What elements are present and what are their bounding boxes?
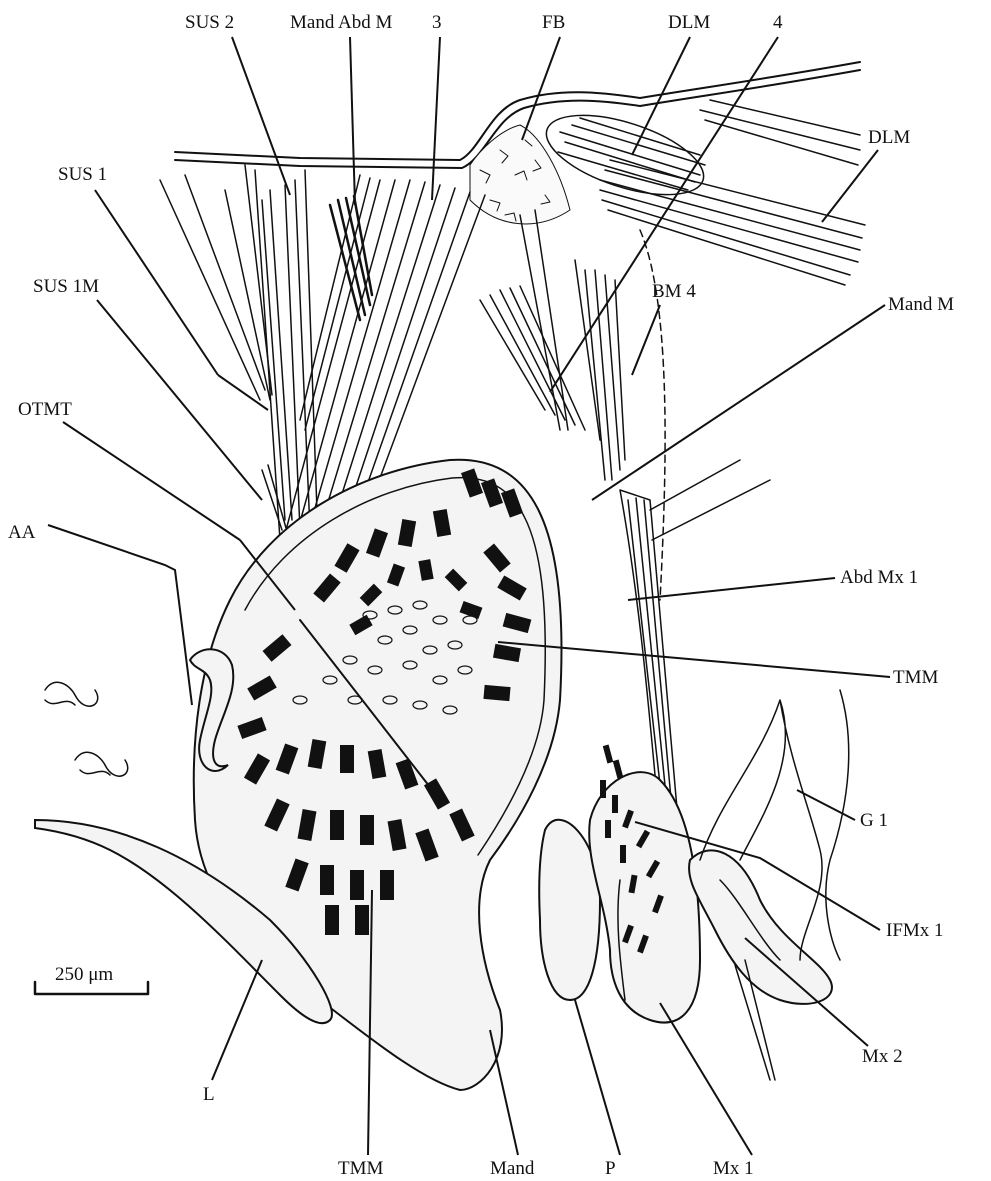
scale-bar: 250 μm (35, 964, 148, 994)
dorsal-longitudinal-muscle (537, 99, 865, 285)
label-tmm-bottom: TMM (338, 1158, 384, 1179)
suspensory-muscles (160, 165, 318, 540)
label-p: P (605, 1158, 616, 1179)
label-sus1: SUS 1 (58, 164, 107, 185)
label-fb: FB (542, 12, 565, 33)
label-sus2: SUS 2 (185, 12, 234, 33)
maxilla-1 (589, 745, 700, 1023)
label-l: L (203, 1084, 215, 1105)
label-abd-mx1: Abd Mx 1 (840, 567, 918, 588)
label-tmm-right: TMM (893, 667, 939, 688)
label-mand-abd-m: Mand Abd M (290, 12, 393, 33)
maxilla-2 (689, 850, 832, 1080)
muscle-4 (480, 210, 600, 440)
scale-bar-label: 250 μm (55, 964, 113, 985)
label-dlm-right: DLM (868, 127, 910, 148)
label-mx1: Mx 1 (713, 1158, 754, 1179)
label-mx2: Mx 2 (862, 1046, 903, 1067)
label-4: 4 (773, 12, 783, 33)
label-dlm-top: DLM (668, 12, 710, 33)
label-otmt: OTMT (18, 399, 72, 420)
label-aa: AA (8, 522, 36, 543)
label-mand: Mand (490, 1158, 535, 1179)
label-ifmx1: IFMx 1 (886, 920, 944, 941)
label-3: 3 (432, 12, 442, 33)
label-g1: G 1 (860, 810, 888, 831)
label-sus1m: SUS 1M (33, 276, 99, 297)
label-bm4: BM 4 (652, 281, 696, 302)
label-mand-m: Mand M (888, 294, 954, 315)
